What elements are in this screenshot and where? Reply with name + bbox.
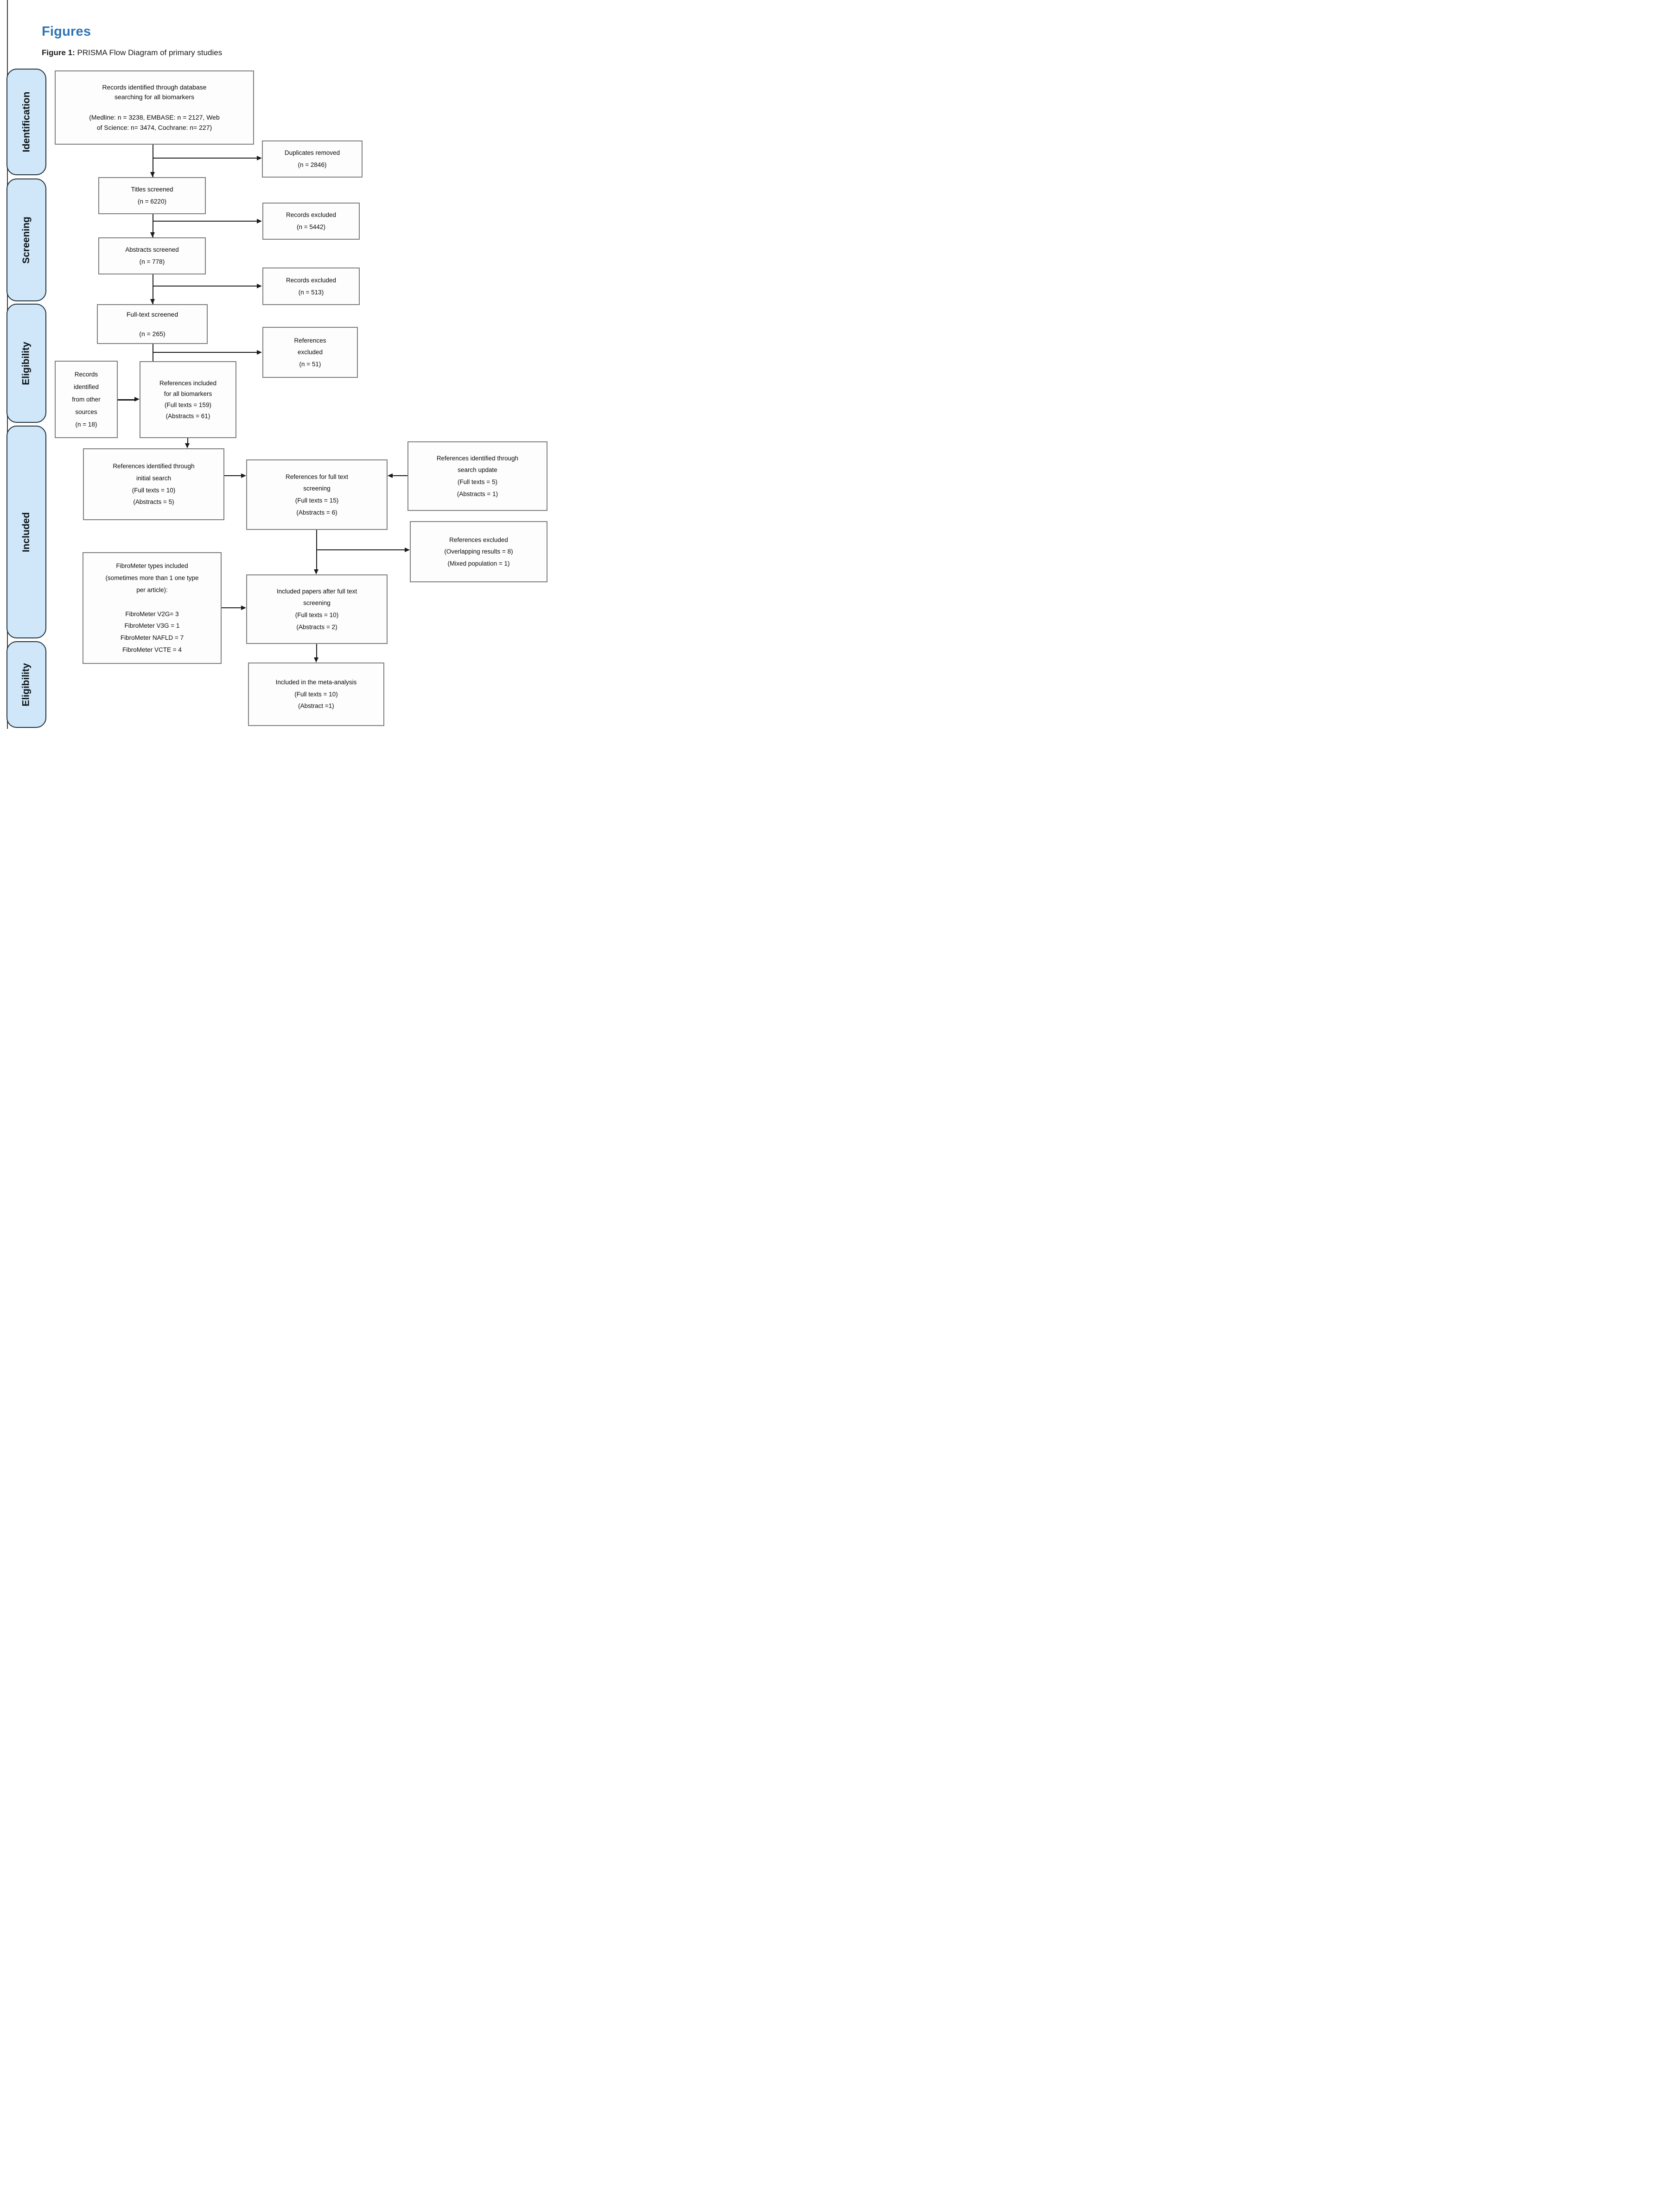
arrow-to-references-excluded [153, 352, 258, 353]
arrow-to-duplicates-removed [153, 158, 258, 159]
records-excluded-abstracts-text: Records excluded (n = 513) [286, 276, 337, 296]
records-other-sources-text: Records identified from other sources (n… [72, 371, 101, 428]
flow-box-references-excluded: References excluded (n = 51) [262, 327, 358, 378]
flow-box-duplicates-removed: Duplicates removed (n = 2846) [262, 140, 363, 178]
arrow-fibrometer-to-included-papers [222, 607, 242, 608]
flow-box-included-papers: Included papers after full text screenin… [246, 574, 388, 644]
arrow-other-sources-to-references-included [118, 399, 135, 401]
flow-box-full-text-screened: Full-text screened (n = 265) [97, 304, 208, 344]
flow-box-records-excluded-titles: Records excluded (n = 5442) [262, 203, 360, 240]
stage-eligibility-2-label: Eligibility [21, 663, 32, 707]
arrowhead-fibrometer-to-included-papers [241, 605, 246, 610]
stage-identification: Identification [6, 69, 46, 175]
refs-full-text-screening-text: References for full text screening (Full… [285, 473, 349, 516]
arrowhead-included-papers-to-meta-analysis [314, 657, 318, 663]
prisma-figure-page: Figures Figure 1: PRISMA Flow Diagram of… [0, 0, 560, 731]
flow-box-refs-search-update: References identified through search upd… [407, 441, 547, 511]
abstracts-screened-text: Abstracts screened (n = 778) [125, 246, 179, 265]
refs-search-update-text: References identified through search upd… [436, 454, 519, 497]
flow-box-fibrometer-types: FibroMeter types included (sometimes mor… [83, 552, 222, 664]
arrowhead-to-duplicates-removed [257, 156, 262, 160]
arrow-full-text-screening-to-included-papers [316, 530, 317, 571]
refs-excluded-overlap-text: References excluded (Overlapping results… [444, 536, 513, 567]
figure-label: Figure 1: [42, 48, 75, 57]
arrow-to-records-excluded-abstracts [153, 286, 258, 287]
arrow-to-refs-excluded-overlap [316, 549, 405, 550]
stage-screening: Screening [6, 178, 46, 301]
stage-eligibility-2: Eligibility [6, 641, 46, 728]
arrow-to-records-excluded-titles [153, 221, 258, 222]
stage-screening-label: Screening [21, 216, 32, 264]
stage-included-label: Included [21, 512, 32, 552]
stage-eligibility: Eligibility [6, 304, 46, 423]
arrowhead-abstracts-to-full-text [150, 299, 155, 304]
titles-screened-text: Titles screened (n = 6220) [131, 186, 173, 205]
flow-box-records-other-sources: Records identified from other sources (n… [55, 361, 118, 438]
references-included-text: References included for all biomarkers (… [159, 379, 217, 420]
arrowhead-initial-search-to-full-text-screening [241, 473, 246, 478]
fibrometer-types-text: FibroMeter types included (sometimes mor… [105, 562, 199, 654]
flow-box-refs-excluded-overlap: References excluded (Overlapping results… [410, 521, 547, 582]
stage-identification-label: Identification [21, 91, 32, 153]
arrow-initial-search-to-full-text-screening [224, 475, 242, 476]
arrowhead-other-sources-to-references-included [134, 397, 140, 401]
arrow-included-papers-to-meta-analysis [316, 644, 317, 659]
records-excluded-titles-text: Records excluded (n = 5442) [286, 211, 337, 230]
arrowhead-records-to-titles [150, 172, 155, 177]
arrow-search-update-to-full-text-screening [392, 475, 407, 476]
arrow-references-included-to-initial-search [187, 438, 188, 445]
stage-included: Included [6, 426, 46, 638]
flow-box-references-included: References included for all biomarkers (… [140, 361, 236, 438]
arrowhead-titles-to-abstracts [150, 232, 155, 237]
flow-box-included-meta-analysis: Included in the meta-analysis (Full text… [248, 663, 384, 726]
arrowhead-to-records-excluded-titles [257, 219, 262, 223]
arrowhead-to-refs-excluded-overlap [405, 548, 410, 552]
arrowhead-references-included-to-initial-search [185, 443, 190, 448]
arrowhead-to-records-excluded-abstracts [257, 284, 262, 288]
included-meta-analysis-text: Included in the meta-analysis (Full text… [275, 679, 357, 710]
stage-eligibility-label: Eligibility [21, 341, 32, 385]
arrowhead-full-text-screening-to-included-papers [314, 569, 318, 574]
flow-box-records-excluded-abstracts: Records excluded (n = 513) [262, 268, 360, 305]
included-papers-text: Included papers after full text screenin… [276, 587, 357, 631]
flow-box-abstracts-screened: Abstracts screened (n = 778) [98, 237, 206, 274]
arrowhead-to-references-excluded [257, 350, 262, 355]
flow-box-titles-screened: Titles screened (n = 6220) [98, 177, 206, 214]
figure-caption: Figure 1: PRISMA Flow Diagram of primary… [42, 48, 222, 57]
flow-box-records-identified: Records identified through database sear… [55, 70, 254, 145]
flow-box-refs-initial-search: References identified through initial se… [83, 448, 224, 520]
duplicates-removed-text: Duplicates removed (n = 2846) [284, 149, 340, 168]
flow-box-refs-full-text-screening: References for full text screening (Full… [246, 459, 388, 530]
records-identified-text: Records identified through database sear… [89, 83, 220, 131]
full-text-screened-text: Full-text screened (n = 265) [126, 310, 178, 338]
page-title: Figures [42, 24, 91, 39]
references-excluded-text: References excluded (n = 51) [294, 337, 326, 368]
refs-initial-search-text: References identified through initial se… [113, 463, 195, 506]
figure-caption-text: PRISMA Flow Diagram of primary studies [77, 48, 223, 57]
arrowhead-search-update-to-full-text-screening [388, 473, 393, 478]
